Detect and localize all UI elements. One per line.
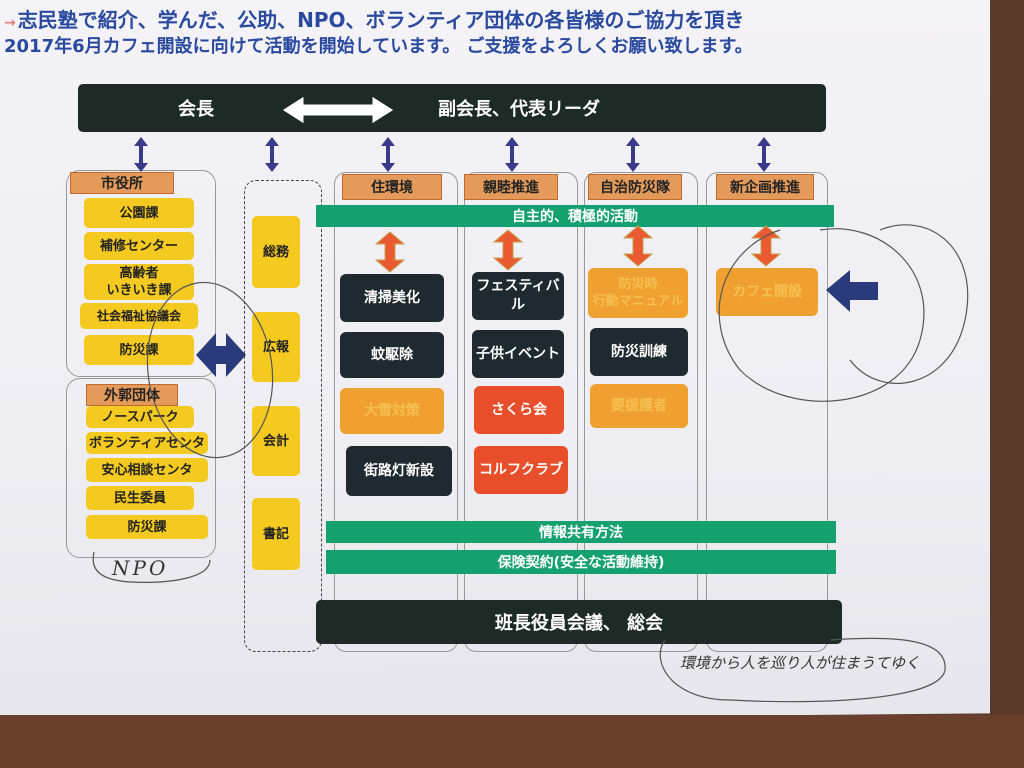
city-office-title: 市役所: [70, 172, 174, 194]
admin-item: 総務: [252, 216, 300, 288]
handwritten-note: 環境から人を巡り人が住まうてゆく: [680, 654, 921, 672]
activity-box: 子供イベント: [472, 330, 564, 378]
activity-box: さくら会: [474, 386, 564, 434]
pen-scribbles: [92, 224, 969, 703]
external-item: 安心相談センタ: [86, 458, 208, 482]
vice-chairman-label: 副会長、代表リーダ: [438, 99, 600, 120]
handwritten-npo: NPO: [112, 556, 169, 580]
orange-arrows: [374, 225, 782, 273]
table-edge: [0, 715, 1024, 768]
city-item: 公園課: [84, 198, 194, 228]
meeting-label: 班長役員会議、 総会: [494, 613, 664, 634]
column-label: 親睦推進: [464, 174, 558, 200]
admin-panel: [244, 180, 322, 652]
external-item: 防災課: [86, 515, 208, 539]
column-panel: [334, 172, 458, 652]
external-item: 民生委員: [86, 486, 194, 510]
activity-box: 清掃美化: [340, 274, 444, 322]
vertical-arrows: [134, 137, 771, 172]
double-arrow-icon: [281, 95, 395, 125]
admin-item: 会計: [252, 406, 300, 476]
activity-box: 防災時 行動マニュアル: [588, 268, 688, 318]
column-label: 新企画推進: [716, 174, 814, 200]
external-panel: [66, 378, 216, 558]
info-bar: 情報共有方法: [326, 521, 836, 543]
activity-box: 蚊駆除: [340, 332, 444, 378]
left-arrow-icon: [826, 270, 878, 312]
bottom-bar: 班長役員会議、 総会: [316, 600, 842, 644]
intro-line-2: 2017年6月カフェ開設に向けて活動を開始しています。 ご支援をよろしくお願い致…: [4, 36, 753, 57]
column-label: 自治防災隊: [588, 174, 682, 200]
city-item: 社会福祉協議会: [80, 303, 198, 329]
external-item: ノースパーク: [86, 406, 194, 428]
chairman-label: 会長: [178, 99, 214, 120]
column-panel: [706, 172, 828, 652]
activity-box: 要援護者: [590, 384, 688, 428]
activity-box: 防災訓練: [590, 328, 688, 376]
external-title: 外郭団体: [86, 384, 178, 406]
intro-line-1: →志民塾で紹介、学んだ、公助、NPO、ボランティア団体の各皆様のご協力を頂き: [4, 8, 745, 32]
column-panel: [464, 172, 578, 652]
pointer-icon: →: [4, 15, 16, 31]
activity-box: 街路灯新設: [346, 446, 452, 496]
activity-box: フェスティバル: [472, 272, 564, 320]
big-double-arrow-icon: [196, 333, 246, 377]
admin-item: 書記: [252, 498, 300, 570]
top-bar: 会長 副会長、代表リーダ: [78, 84, 826, 132]
activity-box: カフェ開設: [716, 268, 818, 316]
column-label: 住環境: [342, 174, 442, 200]
activity-box: コルフクラブ: [474, 446, 568, 494]
city-item: 高齢者 いきいき課: [84, 264, 194, 300]
active-bar: 自主的、積極的活動: [316, 205, 834, 227]
column-panel: [584, 172, 698, 652]
city-item: 補修センター: [84, 232, 194, 260]
activity-box: 大雪対策: [340, 388, 444, 434]
insurance-bar: 保険契約(安全な活動維持): [326, 550, 836, 574]
